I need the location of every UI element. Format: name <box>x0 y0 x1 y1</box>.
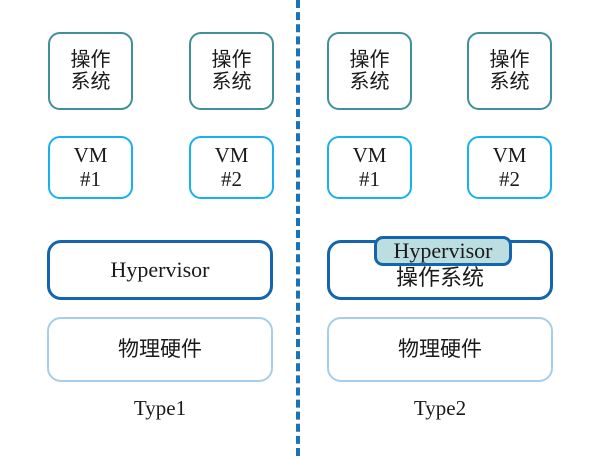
left-os-box-1: 操作 系统 <box>48 32 133 110</box>
vertical-dashed-divider <box>296 0 300 456</box>
left-caption-type1: Type1 <box>133 396 187 420</box>
left-os-box-2: 操作 系统 <box>189 32 274 110</box>
right-vm-box-2: VM #2 <box>467 136 552 199</box>
right-caption-type2: Type2 <box>413 396 467 420</box>
left-hypervisor-box: Hypervisor <box>47 240 273 300</box>
right-hypervisor-chip: Hypervisor <box>374 236 512 266</box>
right-os-box-1: 操作 系统 <box>327 32 412 110</box>
left-vm-box-2: VM #2 <box>189 136 274 199</box>
right-os-box-2: 操作 系统 <box>467 32 552 110</box>
right-host-os-label: 操作系统 <box>395 265 484 291</box>
left-physical-hardware-box: 物理硬件 <box>47 317 273 382</box>
right-vm-box-1: VM #1 <box>327 136 412 199</box>
right-physical-hardware-box: 物理硬件 <box>327 317 553 382</box>
left-vm-box-1: VM #1 <box>48 136 133 199</box>
